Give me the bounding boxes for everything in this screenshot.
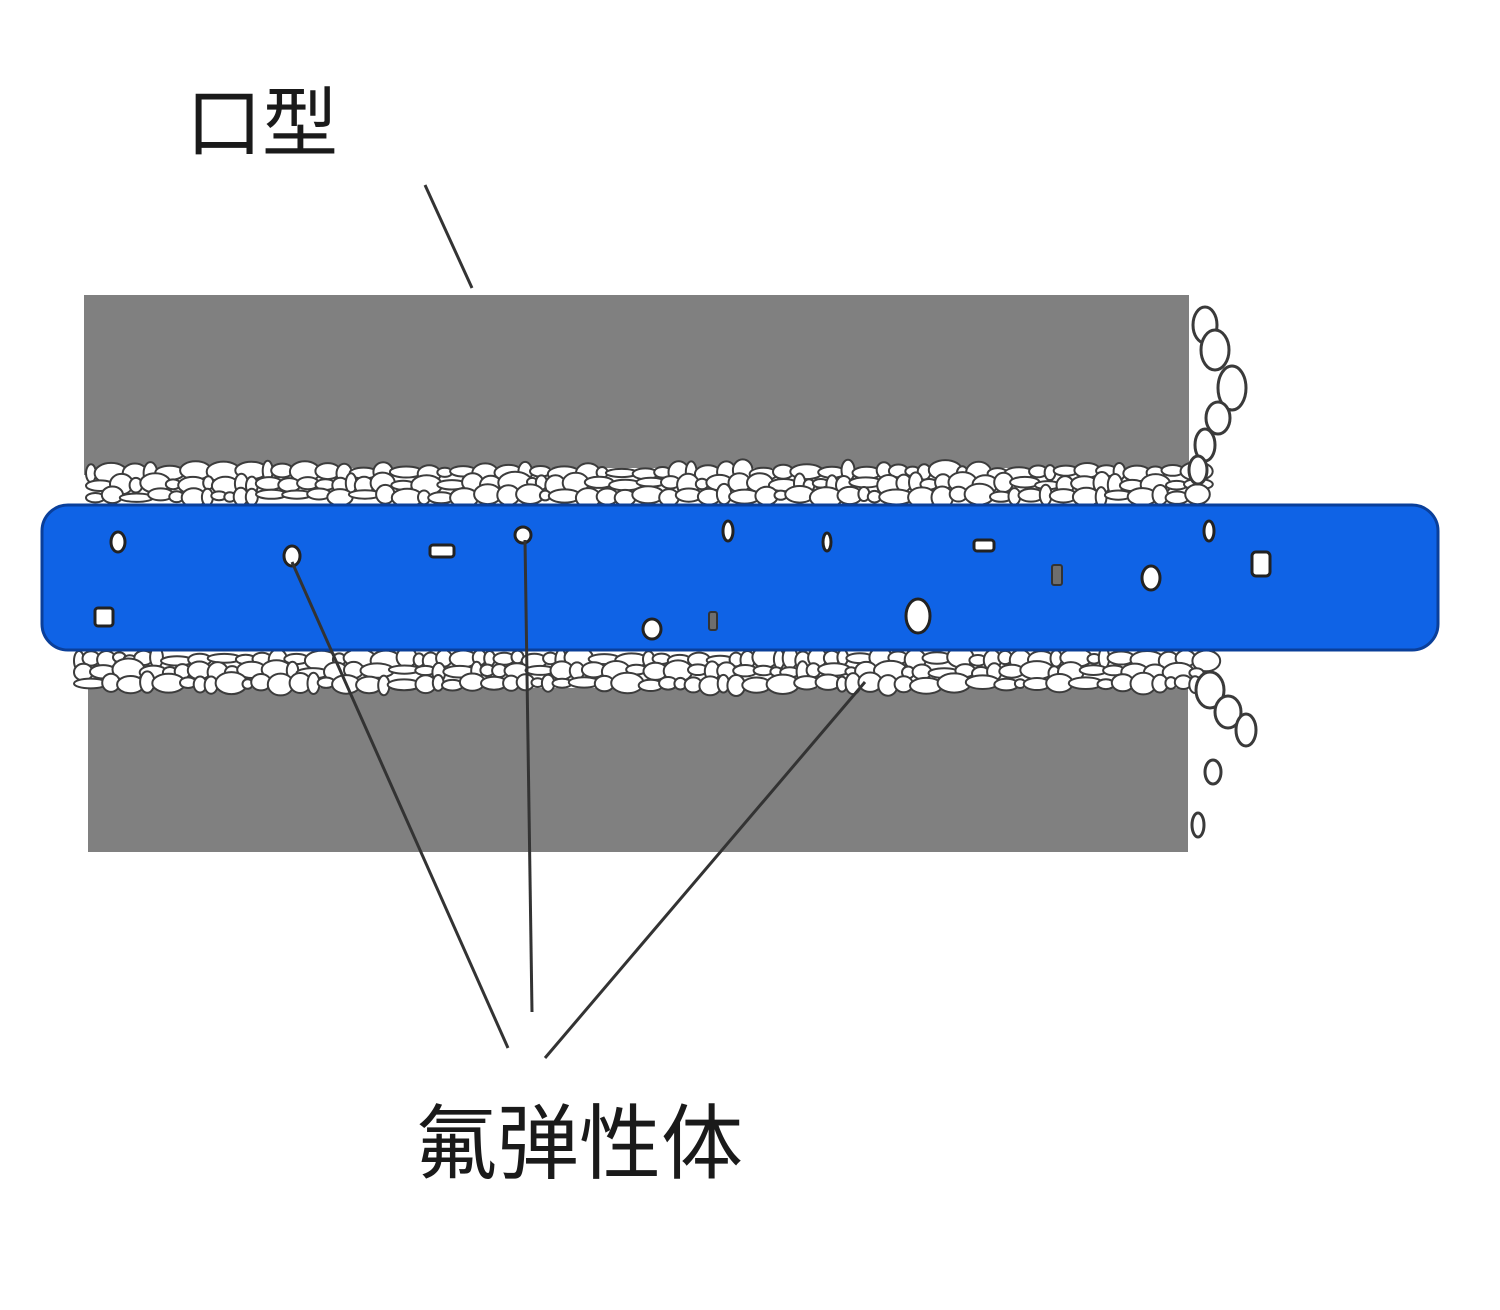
elastomer-leader-line-3 bbox=[543, 681, 867, 1059]
upper-die-block bbox=[84, 295, 1189, 475]
die-leader-line bbox=[423, 184, 474, 289]
lower-die-block bbox=[88, 680, 1188, 852]
extrudate-dark-particles bbox=[708, 564, 1063, 631]
elastomer-leader-line-1 bbox=[290, 561, 510, 1049]
leader-lines bbox=[290, 184, 867, 1059]
fluoroelastomer-label: 氟弹性体 bbox=[415, 1097, 743, 1192]
die-exit-buildup bbox=[1187, 305, 1258, 839]
fluoroelastomer-extrudate bbox=[40, 503, 1440, 652]
lower-deposit-layer bbox=[73, 645, 1222, 697]
elastomer-leader-line-2 bbox=[523, 539, 534, 1013]
die-label: 口型 bbox=[186, 79, 338, 168]
extrudate-voids bbox=[93, 519, 1272, 641]
